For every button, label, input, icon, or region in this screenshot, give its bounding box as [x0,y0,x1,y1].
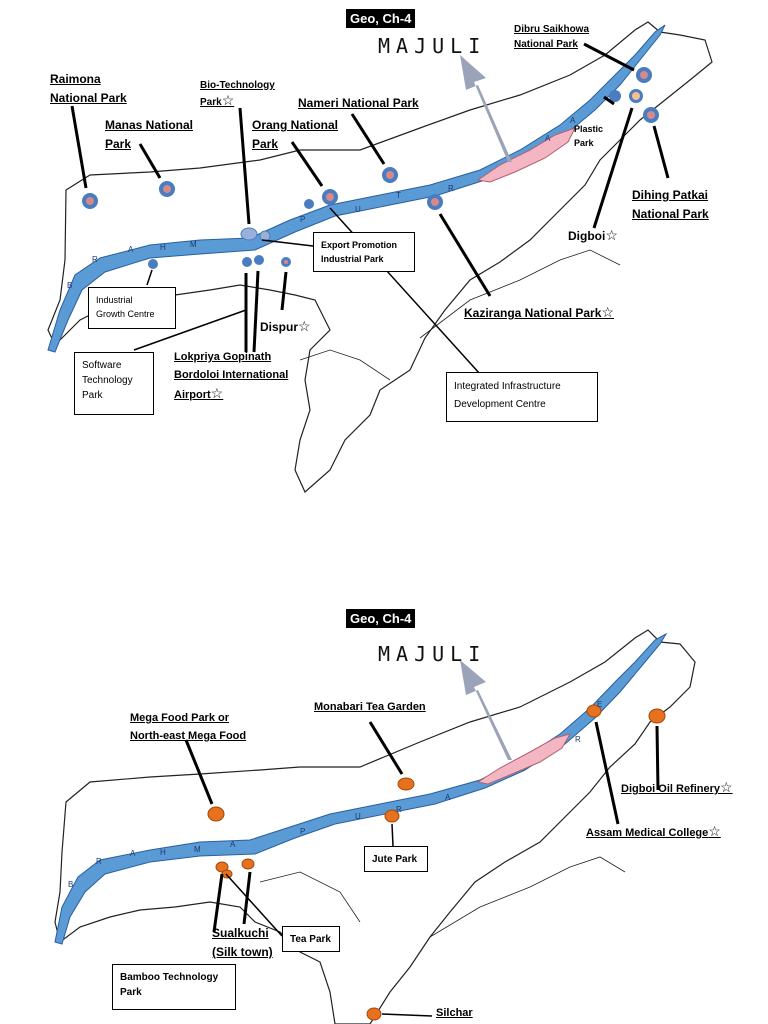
marker-amc [586,704,602,718]
label-orang: Orang National Park [252,118,339,151]
svg-text:U: U [355,812,361,821]
label-dibru: Dibru Saikhowa National Park [514,24,590,50]
label-digboi-refinery: Digboi Oil Refinery☆ [621,779,733,795]
label-dispur: Dispur☆ [260,318,311,334]
svg-text:E: E [597,700,602,709]
svg-text:A: A [570,116,576,125]
svg-text:H: H [160,243,166,252]
brahmaputra-river [54,632,668,945]
svg-text:M: M [194,845,201,854]
label-biotech: Bio-Technology Park☆ [200,80,275,108]
svg-text:T: T [396,191,401,200]
svg-text:A: A [230,840,236,849]
map-2: B R A H M A P U R A R E Geo, Ch-4 MAJULI Mega Food … [0,512,768,1024]
marker-silchar [366,1007,382,1021]
svg-text:A: A [545,134,551,143]
marker-megafood [207,806,225,822]
majuli-title: MAJULI [378,34,487,58]
svg-text:P: P [300,827,305,836]
marker-digboi-refinery [648,708,666,724]
label-silchar: Silchar [436,1007,473,1019]
marker-tea [241,858,255,870]
svg-text:A: A [445,793,451,802]
map-1: B R A H M P U T R A A Geo, Ch-4 MAJULI Raimona Nat… [47,9,713,493]
box-jute: Jute Park [364,846,428,872]
chapter-tag: Geo, Ch-4 [346,609,416,628]
marker-software [242,257,252,267]
svg-text:R: R [396,805,402,814]
marker-jute [384,809,400,823]
label-megafood: Mega Food Park or North-east Mega Food [130,712,247,742]
marker-iidc [304,199,314,209]
svg-text:P: P [300,215,305,224]
label-plastic: Plastic Park [574,124,604,148]
label-amc: Assam Medical College☆ [586,823,721,839]
map1-arrows [70,42,670,353]
majuli-arrow [460,55,512,162]
svg-text:U: U [355,205,361,214]
marker-industrial [148,259,158,269]
box-tea: Tea Park [282,926,340,952]
chapter-tag: Geo, Ch-4 [346,9,416,28]
label-kaziranga: Kaziranga National Park☆ [464,304,614,320]
marker-biotech [240,227,258,241]
box-iidc: Integrated Infrastructure Development Ce… [446,372,598,422]
label-digboi: Digboi☆ [568,227,618,243]
label-sualkuchi: Sualkuchi (Silk town) [212,926,273,959]
svg-text:R: R [92,255,98,264]
map-1-svg: B R A H M P U T R A A [47,21,713,493]
majuli-arrow [460,660,512,760]
label-raimona: Raimona National Park [50,72,127,105]
majuli-island [476,733,572,785]
label-monabari: Monabari Tea Garden [314,701,426,713]
label-nameri: Nameri National Park [298,96,419,110]
svg-text:R: R [448,184,454,193]
svg-text:M: M [190,240,197,249]
map-2-svg: B R A H M A P U R A R E [54,629,696,1024]
marker-sualkuchi [215,861,229,873]
majuli-island [476,127,576,183]
svg-text:A: A [128,245,134,254]
map1-markers [82,67,659,269]
border-line [429,856,626,938]
border-line [299,349,391,381]
svg-text:B: B [67,281,72,290]
box-industrial: Industrial Growth Centre [88,287,176,329]
label-dihing: Dihing Patkai National Park [632,188,709,221]
label-lgbi: Lokpriya Gopinath Bordoloi International… [174,351,289,401]
marker-lgbi [254,255,264,265]
majuli-title: MAJULI [378,642,487,666]
marker-plastic [609,90,621,102]
box-export: Export Promotion Industrial Park [313,232,415,272]
label-manas: Manas National Park [105,118,194,151]
svg-text:R: R [575,735,581,744]
marker-export [259,230,271,242]
marker-monabari [397,777,415,791]
map2-markers [207,704,666,1021]
state-outline [47,21,713,493]
state-outline [54,629,696,1024]
box-software: Software Technology Park [74,352,154,415]
svg-text:B: B [68,880,73,889]
border-line [259,871,361,923]
svg-text:A: A [130,849,136,858]
svg-text:R: R [96,857,102,866]
box-bamboo: Bamboo Technology Park [112,964,236,1010]
svg-text:H: H [160,848,166,857]
border-line [419,249,621,339]
